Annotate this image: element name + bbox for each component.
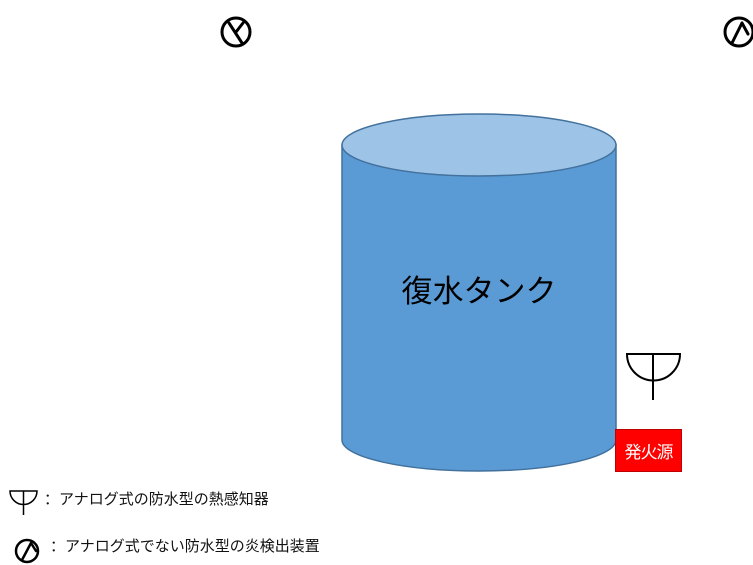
tank-label: 復水タンク	[401, 274, 557, 310]
ignition-source-label: 発火源	[624, 443, 674, 463]
ignition-source-box: 発火源	[615, 429, 682, 472]
condensate-tank	[341, 113, 617, 472]
flame-detector-icon	[723, 16, 753, 48]
legend-heat-detector-icon	[9, 490, 38, 515]
legend-heat-detector-text: ：アナログ式の防水型の熱感知器	[44, 490, 269, 508]
legend-flame-detector-text: ：アナログ式でない防水型の炎検出装置	[50, 537, 320, 555]
flame-detector-icon	[220, 16, 252, 48]
legend-flame-detector-icon	[14, 538, 40, 564]
heat-detector-icon	[625, 353, 682, 400]
